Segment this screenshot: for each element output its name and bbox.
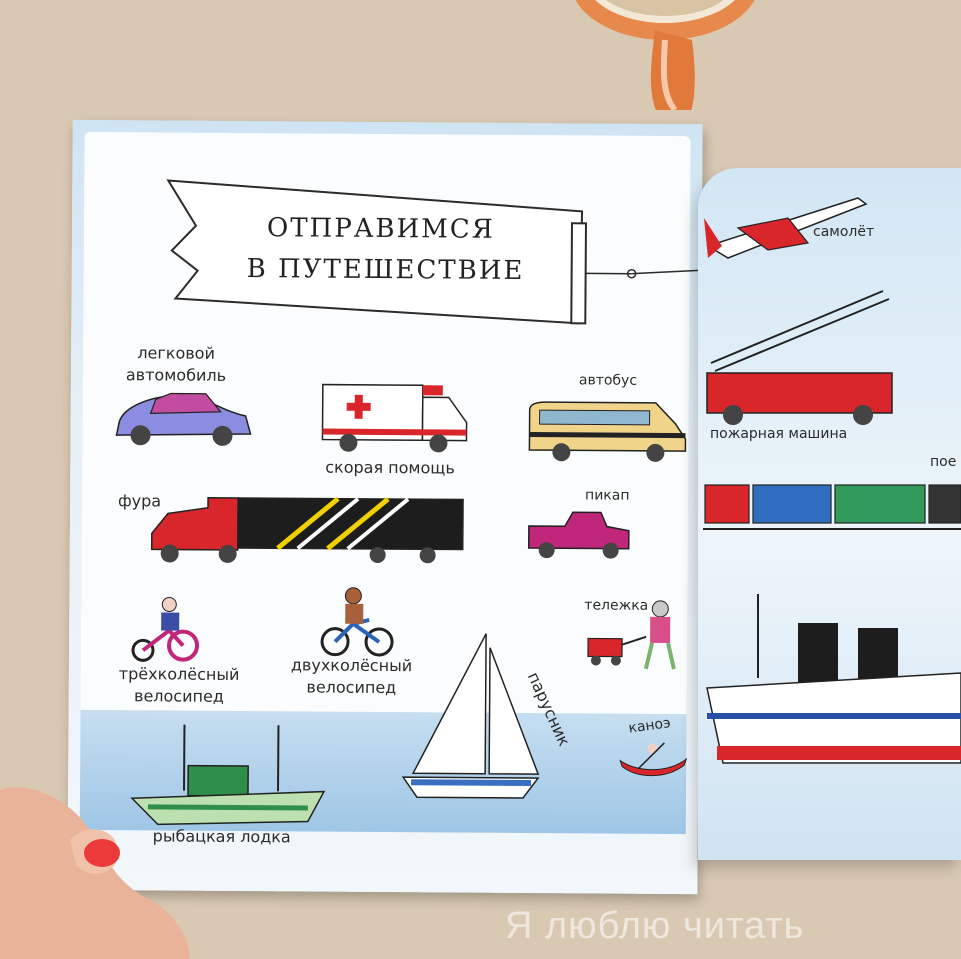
- ship-illustration: [706, 594, 961, 764]
- tricycle-label: трёхколёсный велосипед: [118, 664, 240, 707]
- ambulance-illustration: [321, 383, 468, 453]
- canoe-illustration: [619, 742, 688, 777]
- truck-illustration: [150, 496, 464, 564]
- fire-truck-illustration: [706, 290, 893, 425]
- train-label-partial: пое: [930, 454, 957, 470]
- car-illustration: [115, 392, 252, 446]
- plane-illustration: [704, 197, 868, 259]
- pickup-illustration: [527, 511, 630, 559]
- tricycle-illustration: [131, 596, 200, 662]
- banner-title-line2: В ПУТЕШЕСТВИЕ: [246, 254, 525, 286]
- watermark: Я люблю читать: [505, 905, 805, 947]
- sailboat-illustration: [401, 633, 540, 799]
- fire-truck-label: пожарная машина: [710, 426, 848, 442]
- left-page: ОТПРАВИМСЯ В ПУТЕШЕСТВИЕ легковой автомо…: [67, 119, 703, 895]
- bus-label: автобус: [578, 372, 638, 389]
- wagon-illustration: [587, 600, 676, 670]
- fishing-boat-illustration: [130, 724, 326, 826]
- bus-illustration: [528, 401, 687, 462]
- plane-label: самолёт: [813, 224, 875, 240]
- coffee-cup: [575, 0, 755, 110]
- pickup-label: пикап: [585, 487, 630, 504]
- car-label: легковой автомобиль: [125, 343, 227, 386]
- hand: [0, 787, 190, 959]
- banner-illustration: [166, 179, 702, 325]
- right-page: самолёт пожарная машина пое: [698, 168, 961, 860]
- banner-title-line1: ОТПРАВИМСЯ: [266, 213, 495, 245]
- ambulance-label: скорая помощь: [325, 457, 455, 478]
- bicycle-illustration: [320, 587, 394, 657]
- train-illustration: [703, 484, 961, 530]
